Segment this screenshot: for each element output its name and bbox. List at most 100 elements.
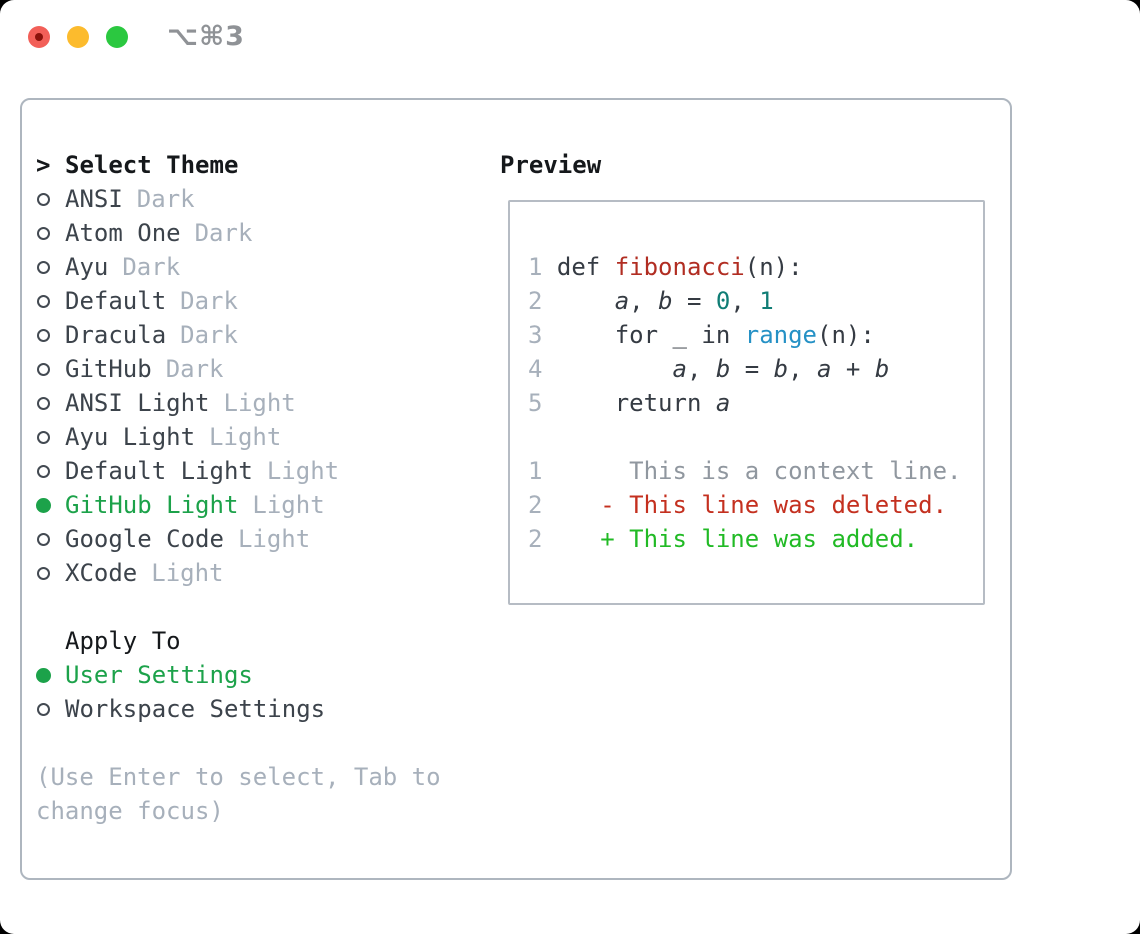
preview-code-line: 1 def fibonacci(n): [528,250,961,284]
theme-variant-label: Dark [194,219,253,247]
theme-variant-label: Light [209,423,282,451]
option-label: XCode [65,559,138,587]
code-token: return [556,389,716,417]
option-label: Ayu Light [65,423,196,451]
theme-option[interactable]: Google Code Light [36,522,339,556]
code-token: a [715,389,731,417]
radio-icon [36,532,65,546]
code-token: 1 [759,287,774,315]
code-token: = [730,355,774,383]
code-token: fibonacci [614,253,745,281]
radio-icon [36,260,65,274]
code-token [557,355,673,383]
code-token: 2 [528,287,557,315]
option-label: GitHub Light [65,491,239,519]
preview-code-line: 4 a, b = b, a + b [528,352,961,386]
theme-option[interactable]: Ayu Light Light [36,420,339,454]
code-token: b [773,355,789,383]
preview-code-line: 2 a, b = 0, 1 [528,284,961,318]
theme-option[interactable]: Ayu Dark [36,250,339,284]
apply-to-option[interactable]: User Settings [36,658,339,692]
code-token: + [831,355,875,383]
code-token: a [614,287,630,315]
theme-variant-label: Dark [136,185,195,213]
close-button[interactable] [28,26,50,48]
option-label: GitHub [65,355,152,383]
option-label: ANSI [65,185,123,213]
radio-icon [36,294,65,308]
radio-icon [36,702,65,716]
code-token: , [788,355,818,383]
code-token: 5 [528,389,557,417]
code-token: range [744,321,817,349]
option-label: Ayu [65,253,109,281]
theme-variant-label: Light [237,525,311,553]
code-token: 1 [528,457,543,485]
preview-code-line: 1 This is a context line. [528,454,961,488]
code-token: (n): [744,253,803,281]
theme-variant-label: Dark [180,321,238,349]
theme-option[interactable]: ANSI Dark [36,182,339,216]
theme-option[interactable]: Default Light Light [36,454,339,488]
code-token: , [686,355,716,383]
theme-variant-label: Light [151,559,224,587]
code-token: (n): [817,321,875,349]
theme-variant-label: Light [252,491,325,519]
option-label: Default [65,287,167,315]
theme-variant-label: Dark [122,253,181,281]
radio-selected-icon [36,667,65,683]
theme-variant-label: Light [266,457,340,485]
apply-to-option[interactable]: Workspace Settings [36,692,339,726]
radio-icon [36,226,65,240]
code-token: 4 [528,355,557,383]
code-token: 2 [528,525,543,553]
radio-icon [36,566,65,580]
option-label: Atom One [65,219,181,247]
cursor-arrow-icon: > [36,151,51,179]
code-token: + This line was added. [542,525,919,553]
code-token: 2 [528,491,543,519]
radio-icon [36,362,65,376]
apply-to-title: Apply To [65,627,181,655]
option-label: Workspace Settings [65,695,326,723]
code-token: = [672,287,716,315]
preview-code-line [528,420,961,454]
theme-list-header: > Select Theme [36,148,339,182]
theme-option[interactable]: GitHub Light Light [36,488,339,522]
radio-icon [36,430,65,444]
radio-icon [36,192,65,206]
radio-icon [36,328,65,342]
option-label: Dracula [65,321,167,349]
theme-option[interactable]: Default Dark [36,284,339,318]
preview-box [508,200,985,605]
theme-option[interactable]: Atom One Dark [36,216,339,250]
option-label: Google Code [65,525,224,553]
option-label: User Settings [65,661,253,689]
help-line: (Use Enter to select, Tab to [36,763,441,791]
radio-selected-icon [36,497,65,513]
preview-code-line: 5 return a [528,386,961,420]
option-label: Default Light [65,457,253,485]
radio-icon [36,396,65,410]
code-token: , [730,287,760,315]
close-dot-icon [35,33,43,41]
apply-to-header: Apply To [36,624,339,658]
preview-code-line: 3 for _ in range(n): [528,318,961,352]
theme-option[interactable]: Dracula Dark [36,318,339,352]
theme-variant-label: Light [223,389,296,417]
code-token: a [817,355,832,383]
code-token: for _ in [556,321,745,349]
minimize-button[interactable] [67,26,89,48]
theme-list-title: Select Theme [65,151,239,179]
code-token: b [874,355,890,383]
zoom-button[interactable] [106,26,128,48]
theme-option[interactable]: XCode Light [36,556,339,590]
code-token: This is a context line. [542,457,962,485]
theme-variant-label: Dark [180,287,238,315]
radio-icon [36,464,65,478]
